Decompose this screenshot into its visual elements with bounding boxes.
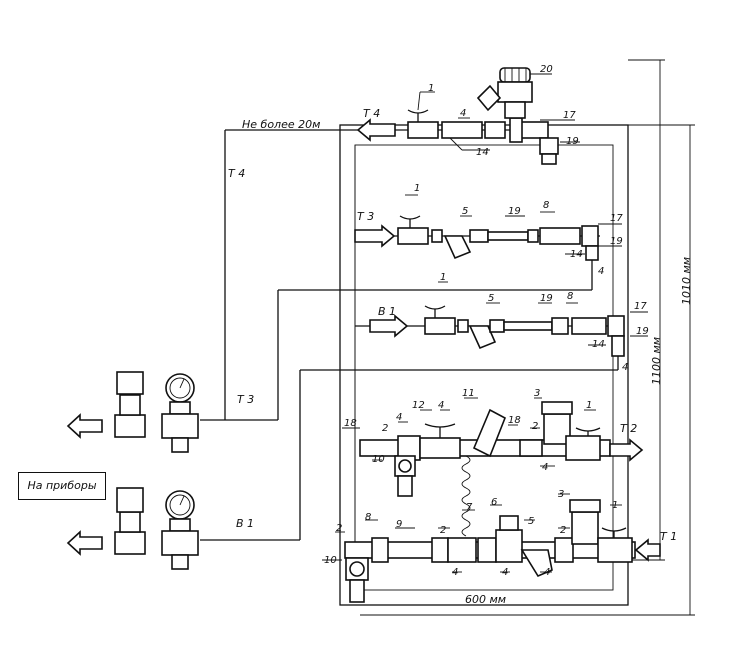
svg-text:2: 2 xyxy=(440,525,446,536)
svg-text:2: 2 xyxy=(532,421,538,432)
svg-text:8: 8 xyxy=(365,512,371,523)
svg-text:8: 8 xyxy=(543,200,549,211)
svg-text:3: 3 xyxy=(534,388,540,399)
to-devices-label: На приборы xyxy=(18,472,106,500)
t3-pipe xyxy=(200,215,600,421)
label-t3-pipe: Т 3 xyxy=(357,210,374,223)
svg-text:2: 2 xyxy=(382,423,388,434)
svg-text:19: 19 xyxy=(610,236,623,247)
svg-text:7: 7 xyxy=(466,502,473,513)
svg-text:4: 4 xyxy=(622,362,628,373)
svg-text:5: 5 xyxy=(462,206,468,217)
svg-text:8: 8 xyxy=(567,291,573,302)
instrument-group-bottom xyxy=(66,487,199,570)
svg-text:18: 18 xyxy=(344,418,357,429)
label-b1-left: В 1 xyxy=(236,517,254,530)
dim-width: 600 мм xyxy=(465,593,506,606)
svg-text:18: 18 xyxy=(508,415,521,426)
svg-text:1: 1 xyxy=(612,500,618,511)
label-t3-left: Т 3 xyxy=(237,393,254,406)
svg-text:5: 5 xyxy=(488,293,494,304)
svg-text:9: 9 xyxy=(396,519,402,530)
dim-height-inner: 1100 мм xyxy=(650,337,663,385)
svg-text:5: 5 xyxy=(528,516,534,527)
svg-text:19: 19 xyxy=(566,136,579,147)
svg-text:6: 6 xyxy=(491,497,497,508)
label-t4-top: Т 4 xyxy=(363,107,380,120)
svg-text:14: 14 xyxy=(592,339,605,350)
svg-text:1: 1 xyxy=(586,400,592,411)
svg-text:4: 4 xyxy=(544,567,550,578)
svg-text:4: 4 xyxy=(598,266,604,277)
t2-pipe xyxy=(359,401,644,497)
svg-text:12: 12 xyxy=(412,400,425,411)
t4-pipe xyxy=(225,67,559,165)
flex-hose xyxy=(461,455,471,537)
svg-text:2: 2 xyxy=(560,525,566,536)
svg-text:2: 2 xyxy=(336,523,342,534)
t4-arrow xyxy=(356,118,396,142)
label-t4-left: Т 4 xyxy=(228,167,245,180)
instrument-group-top xyxy=(66,371,199,453)
svg-text:17: 17 xyxy=(563,110,576,121)
svg-text:10: 10 xyxy=(324,555,337,566)
leader-lines xyxy=(322,73,648,573)
svg-text:1: 1 xyxy=(440,272,446,283)
svg-text:10: 10 xyxy=(372,454,385,465)
svg-text:19: 19 xyxy=(540,293,553,304)
svg-text:14: 14 xyxy=(570,249,583,260)
svg-text:20: 20 xyxy=(540,64,553,75)
svg-text:11: 11 xyxy=(462,388,475,399)
svg-text:3: 3 xyxy=(558,489,564,500)
svg-text:19: 19 xyxy=(508,206,521,217)
t1-pipe xyxy=(344,499,661,603)
dimension-lines xyxy=(340,59,695,616)
label-t1: Т 1 xyxy=(660,530,677,543)
svg-text:4: 4 xyxy=(452,567,458,578)
svg-text:4: 4 xyxy=(438,400,444,411)
svg-text:4: 4 xyxy=(542,462,548,473)
svg-text:1: 1 xyxy=(414,183,420,194)
svg-text:17: 17 xyxy=(610,213,623,224)
svg-text:4: 4 xyxy=(396,412,402,423)
svg-text:14: 14 xyxy=(476,147,489,158)
label-not-more-20m: Не более 20м xyxy=(242,118,320,131)
label-b1-pipe: В 1 xyxy=(378,305,396,318)
svg-text:4: 4 xyxy=(460,108,466,119)
callout-numbers: 1 4 20 17 19 14 1 5 19 8 14 17 19 4 1 5 … xyxy=(324,64,649,578)
svg-text:4: 4 xyxy=(502,567,508,578)
label-t2: Т 2 xyxy=(620,422,637,435)
svg-text:17: 17 xyxy=(634,301,647,312)
svg-text:19: 19 xyxy=(636,326,649,337)
dim-height-outer: 1010 мм xyxy=(680,257,693,305)
b1-pipe xyxy=(200,305,625,541)
svg-text:1: 1 xyxy=(428,83,434,94)
